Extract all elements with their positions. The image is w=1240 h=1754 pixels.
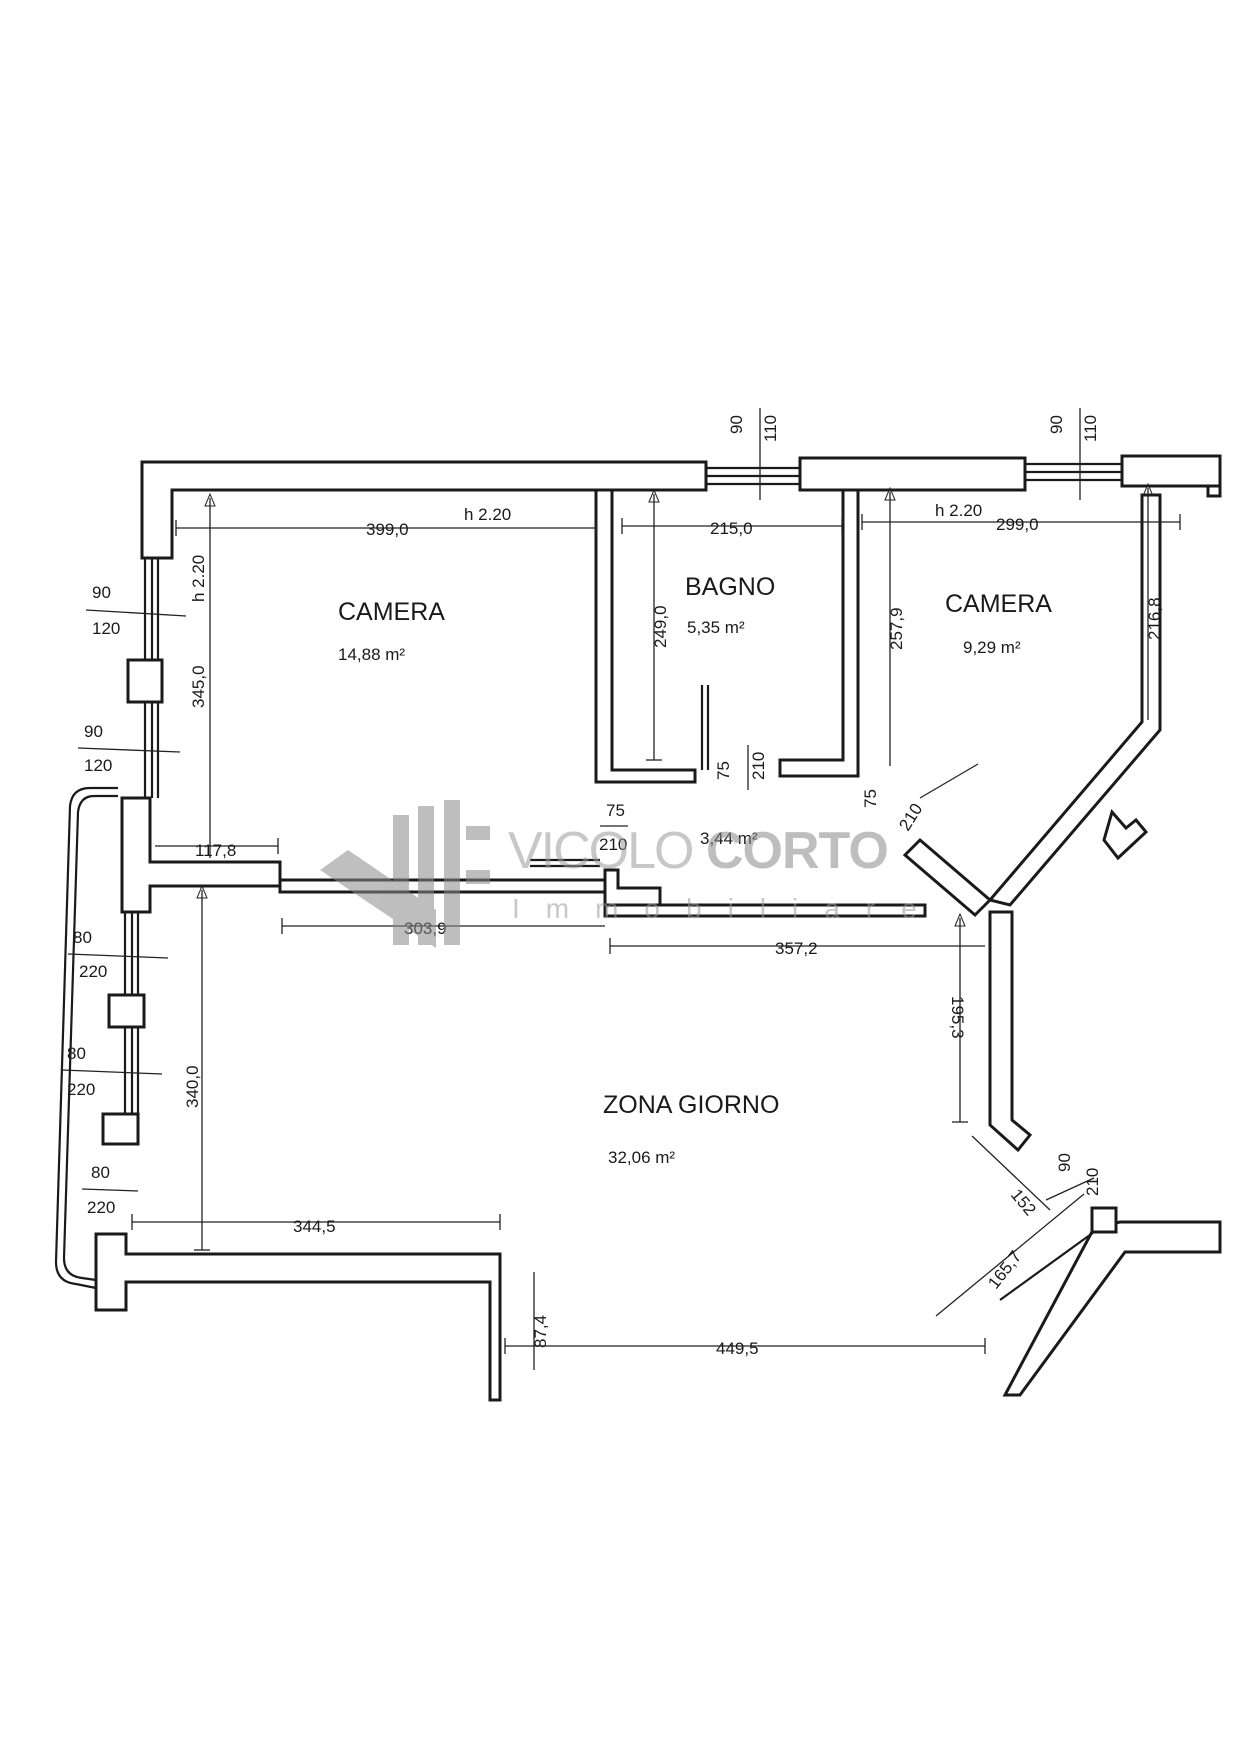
opening-height: 120 [92,619,120,638]
dim-camera-right-depth-left: 257,9 [887,607,906,650]
opening-camera-left-door: 75 210 [599,801,628,854]
opening-width: 75 [861,789,880,808]
opening-left-window-4: 80 220 [61,1044,163,1099]
wall-bagno-right [778,488,860,778]
wall-bottom-right [1002,1220,1222,1397]
wall-diag-camera-right [987,493,1162,907]
opening-height: 210 [599,835,627,854]
top-window-2-glass [1025,462,1122,482]
opening-left-window-2: 90 120 [77,722,181,775]
opening-width: 80 [73,928,92,947]
opening-width: 90 [92,583,111,602]
top-window-1-glass [706,466,800,486]
opening-width: 90 [727,415,746,434]
balcony-outline-inner [62,794,118,1282]
watermark-logo-icon [320,800,490,948]
pillar-left-1 [126,658,164,704]
opening-left-window-3: 80 220 [67,928,169,981]
wall-top-right [1120,454,1222,488]
opening-width: 90 [1047,415,1066,434]
opening-top-window-2: 90 110 [1047,408,1100,500]
opening-left-window-1: 90 120 [85,583,187,638]
room-name-camera-left: CAMERA [338,598,445,626]
opening-height: 210 [895,800,926,834]
dim-camera-right-width: 299,0 [996,515,1039,534]
room-area-bagno: 5,35 m² [687,618,745,637]
dim-giorno-bottom: 449,5 [716,1339,759,1358]
dim-giorno-depth: 340,0 [183,1065,202,1108]
opening-width: 75 [606,801,625,820]
watermark: VICOLO CORTO Immobiliare [320,800,943,948]
opening-left-window-5: 80 220 [81,1163,139,1217]
pillar-left-3 [101,1112,140,1146]
wall-right-exterior [1206,484,1222,498]
opening-width: 90 [1055,1153,1074,1172]
dim-camera-left-height-side: h 2.20 [189,555,208,602]
wall-diag-lower [988,910,1033,1153]
room-area-camera-left: 14,88 m² [338,645,405,664]
watermark-brand-light: VICOLO [508,822,693,880]
watermark-brand-bold: CORTO [706,822,888,880]
dim-camera-left-stub: 117,8 [195,841,236,860]
room-area-camera-right: 9,29 m² [963,638,1021,657]
opening-top-window-1: 90 110 [727,408,780,500]
pillar-left-2 [107,993,146,1029]
dim-camera-left-width: 399,0 [366,520,409,539]
room-name-zona-giorno: ZONA GIORNO [603,1091,779,1119]
watermark-tagline: Immobiliare [512,893,943,924]
room-height-camera-right: h 2.20 [935,501,982,520]
opening-width: 75 [714,761,733,780]
opening-height: 210 [749,752,768,780]
wall-top-middle [798,456,1027,492]
opening-height: 220 [67,1080,95,1099]
wall-diag-door [902,837,993,918]
opening-width: 80 [67,1044,86,1063]
room-name-camera-right: CAMERA [945,590,1052,618]
wall-corridor-right [603,903,927,918]
balcony-outline [54,786,118,1290]
dim-corridor-right: 357,2 [775,939,818,958]
opening-height: 110 [761,415,780,442]
wall-bottom-left [94,1232,502,1402]
wall-corridor-left [278,878,607,894]
room-area-zona-giorno: 32,06 m² [608,1148,675,1167]
pillar-entrance [1090,1206,1118,1234]
opening-bagno-door: 75 210 [714,745,768,790]
dim-bagno-width: 215,0 [710,519,753,538]
entrance-door [999,1231,1095,1301]
dim-camera-right-depth-right: 216,8 [1145,597,1164,640]
dim-giorno-step: 87,4 [531,1315,550,1348]
opening-height: 220 [87,1198,115,1217]
dimension-lines [131,482,1181,1370]
room-name-bagno: BAGNO [685,573,775,601]
dim-giorno-bottom-left: 344,5 [293,1217,336,1236]
opening-width: 80 [91,1163,110,1182]
opening-height: 120 [84,756,112,775]
opening-height: 110 [1081,415,1100,442]
wall-camera-bagno [594,488,697,784]
dim-camera-left-depth: 345,0 [189,665,208,708]
opening-height: 220 [79,962,107,981]
room-area-disimpegno: 3,44 m² [700,829,758,848]
walls [54,454,1222,1402]
room-height-camera-left: h 2.20 [464,505,511,524]
opening-entrance-door: 90 210 [1045,1153,1102,1201]
opening-width: 90 [84,722,103,741]
dim-giorno-top-right: 195,3 [948,996,967,1039]
wall-camera-right-notch [1102,808,1149,861]
dim-bagno-depth: 249,0 [651,605,670,648]
wall-top-left [140,460,708,560]
opening-height: 210 [1083,1168,1102,1196]
dim-giorno-diag-short: 152 [1007,1185,1040,1219]
